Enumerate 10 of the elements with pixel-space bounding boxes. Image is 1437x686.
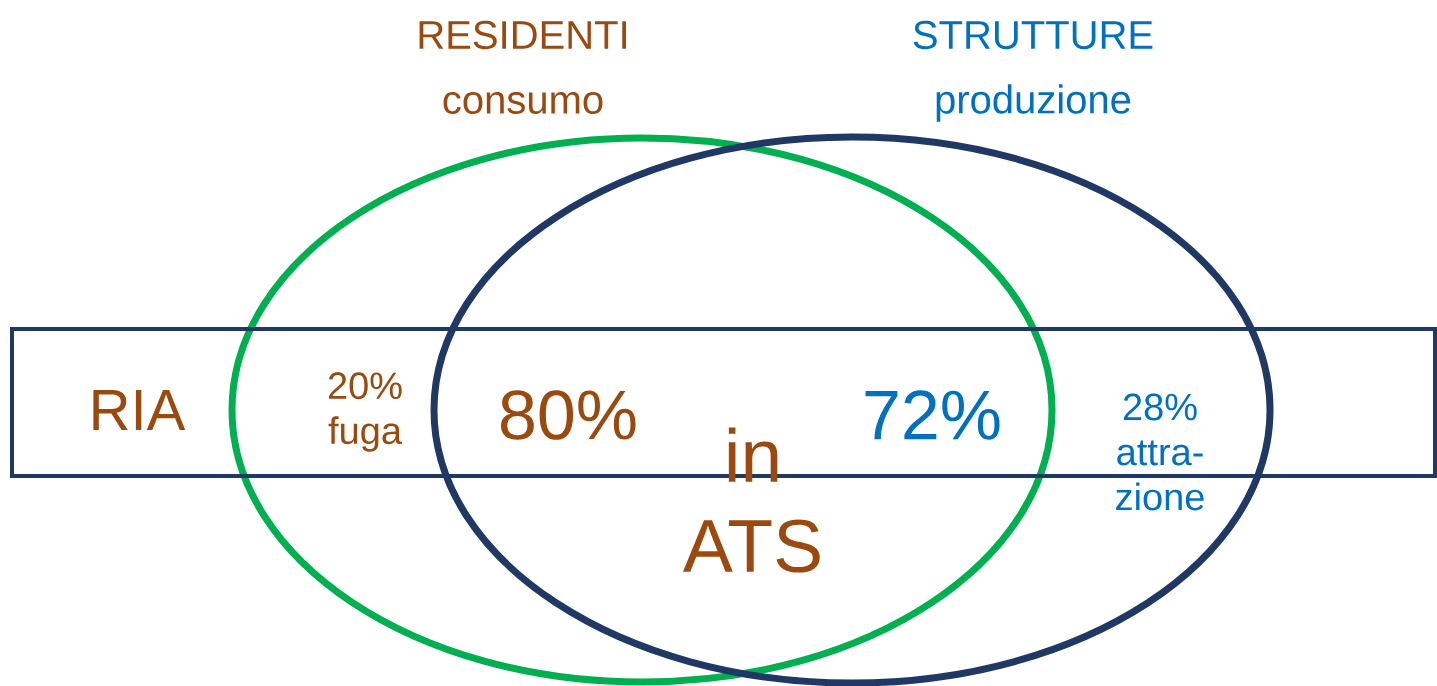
percentage-label: 72%: [865, 390, 1000, 440]
set-heading: RESIDENTI: [419, 20, 626, 50]
percentage-label: 20% fuga: [328, 372, 402, 452]
percentage-label: in ATS: [683, 427, 820, 573]
percentage-label: 80%: [501, 390, 636, 440]
set-heading: STRUTTURE: [913, 20, 1153, 50]
percentage-label: 28% attra- zione: [1116, 393, 1204, 511]
set-heading: consumo: [443, 92, 603, 114]
set-heading: produzione: [936, 84, 1131, 122]
band-label: RIA: [93, 390, 186, 430]
